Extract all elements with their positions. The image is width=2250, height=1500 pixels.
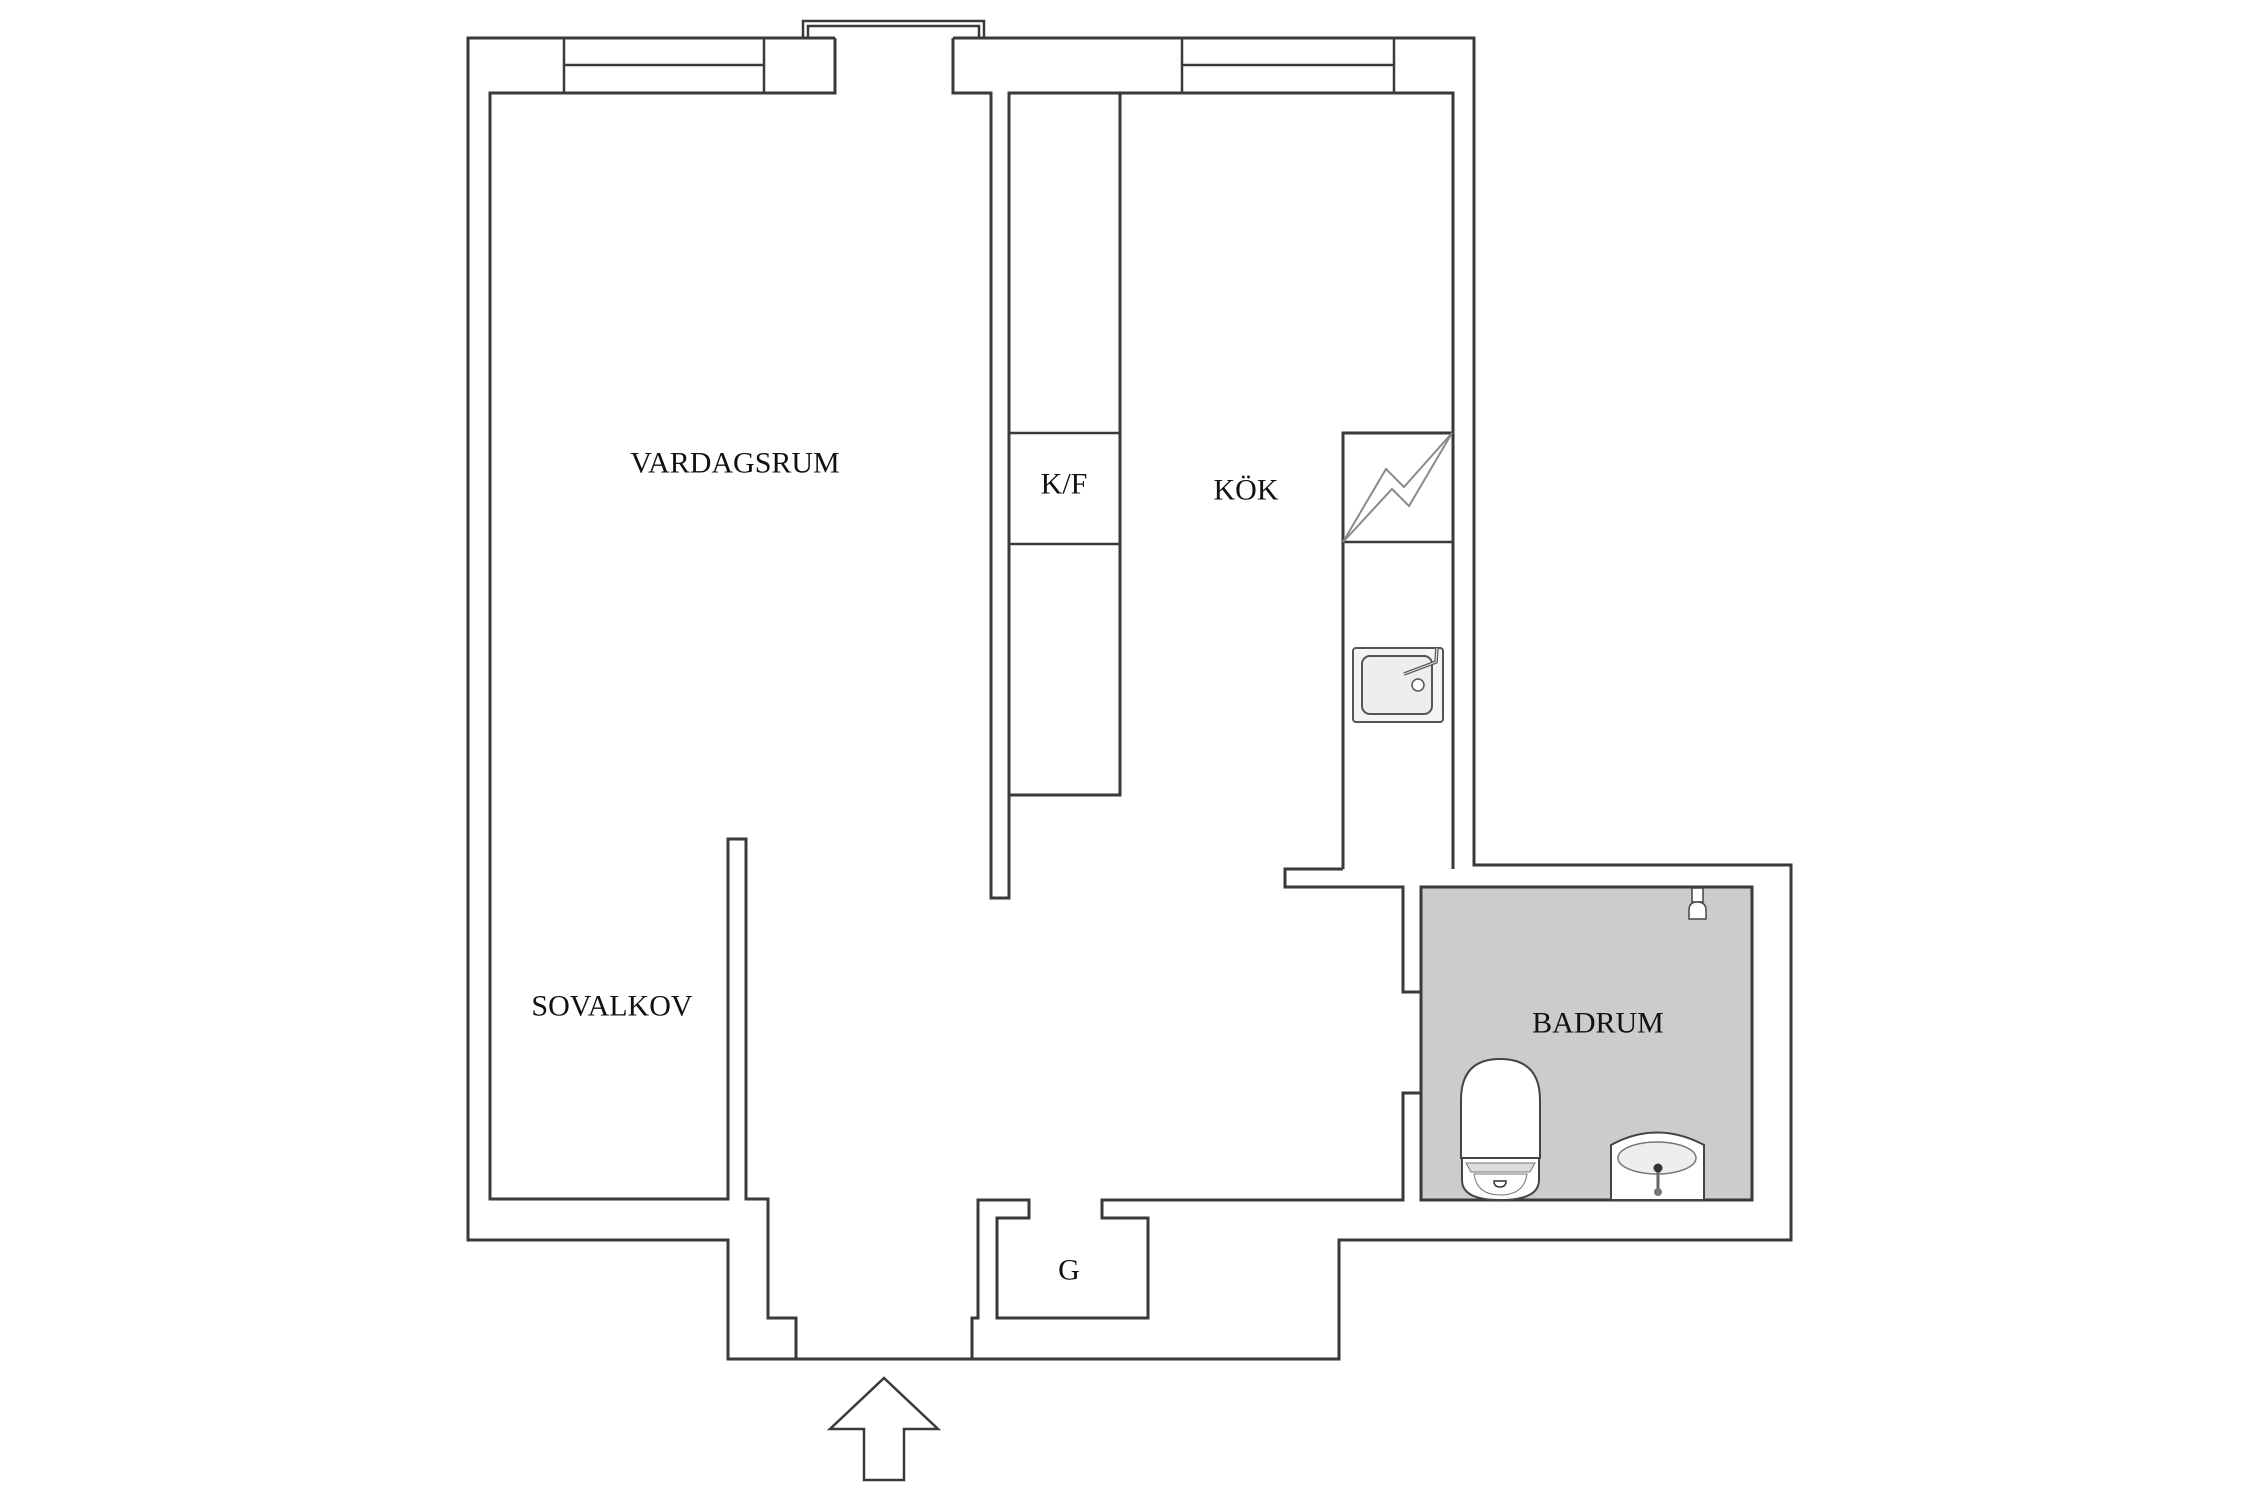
balcony-door (801, 19, 986, 38)
room-label-badrum: BADRUM (1532, 1007, 1664, 1040)
toilet-icon (1460, 1057, 1541, 1202)
room-label-g: G (1058, 1254, 1080, 1287)
room-label-kok: KÖK (1214, 474, 1279, 507)
entrance-arrow-icon (826, 1376, 942, 1482)
kitchen-cabinets (1009, 93, 1122, 797)
shower-icon (1688, 887, 1707, 920)
washbasin-icon (1610, 1131, 1705, 1201)
room-label-vardagsrum: VARDAGSRUM (630, 447, 840, 480)
stove-icon (1342, 432, 1453, 543)
outer-walls (466, 36, 1793, 1361)
room-label-kf: K/F (1041, 468, 1088, 501)
kitchen-counter (1341, 431, 1453, 869)
window-right (1180, 38, 1396, 93)
kitchen-sink-icon (1352, 647, 1444, 723)
room-label-sovalkov: SOVALKOV (531, 990, 692, 1023)
window-left (562, 38, 766, 93)
